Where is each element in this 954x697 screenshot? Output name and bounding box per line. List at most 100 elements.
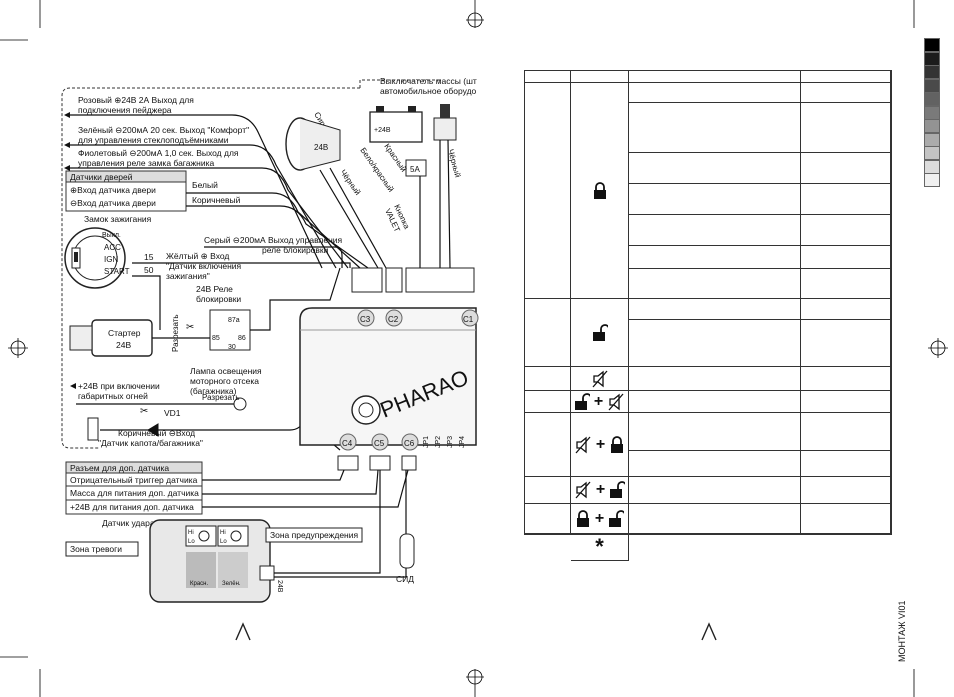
svg-text:+24В: +24В [374, 127, 391, 134]
table-cell [629, 413, 801, 451]
svg-text:15: 15 [144, 252, 154, 262]
svg-text:JP3: JP3 [447, 436, 454, 448]
gray-swatch [924, 92, 940, 106]
lock-open-icon [610, 481, 626, 498]
table-cell [629, 477, 801, 504]
table-row-label [525, 477, 571, 504]
lock-open-icon [592, 323, 608, 341]
table-cell [801, 83, 891, 103]
door-plus-input: ⊕Вход датчика двери [70, 185, 156, 195]
table-cell [801, 477, 891, 504]
svg-text:85: 85 [212, 335, 220, 342]
table-cell [629, 320, 801, 367]
page-caption: МОНТАЖ VI01 [897, 600, 907, 662]
svg-text:+24В для питания доп. датчика: +24В для питания доп. датчика [70, 502, 194, 512]
table-row-label [525, 299, 571, 367]
alarm-zone-label: Зона тревоги [70, 544, 122, 554]
svg-text:5А: 5А [410, 165, 420, 174]
table-cell [801, 103, 891, 153]
svg-text:Красн.: Красн. [190, 581, 208, 587]
control-unit: C3 C2 C1 PHARAO C4 C5 C6 JP1 JP2 JP3 JP4 [299, 267, 479, 471]
starter [91, 319, 153, 357]
svg-text:JP1: JP1 [423, 436, 430, 448]
svg-text:Чёрный: Чёрный [338, 168, 362, 197]
table-cell [801, 391, 891, 413]
door-minus-input: ⊖Вход датчика двери [70, 198, 156, 208]
gray-swatch [924, 38, 940, 52]
speaker-mute-icon [608, 393, 624, 410]
svg-text:Красный: Красный [382, 142, 408, 174]
hood-input-label: Коричневый ⊖Вход"Датчик капота/багажника… [98, 428, 203, 448]
table-row-label [525, 534, 571, 535]
svg-text:Hi: Hi [220, 530, 226, 536]
scissors-icon: ✂ [186, 322, 194, 333]
svg-text:Отрицательный триггер датчика: Отрицательный триггер датчика [70, 475, 198, 485]
svg-text:24В: 24В [276, 580, 283, 593]
lock-open-icon [609, 509, 625, 527]
valet-label: КнопкаVALET [383, 203, 411, 235]
svg-text:Hi: Hi [188, 530, 194, 536]
table-cell [629, 103, 801, 153]
svg-text:Стартер: Стартер [108, 328, 141, 338]
svg-text:24В: 24В [116, 340, 131, 350]
table-cell [629, 83, 801, 103]
gray-swatch [924, 159, 940, 174]
table-header-cell [525, 71, 571, 83]
svg-text:JP4: JP4 [459, 436, 466, 448]
ignition-switch [64, 227, 126, 289]
table-header-cell [571, 71, 629, 83]
table-header-cell [629, 71, 801, 83]
svg-text:JP2: JP2 [435, 436, 442, 448]
table-cell [629, 391, 801, 413]
lock-closed-icon [576, 509, 589, 527]
gray-swatch [924, 146, 940, 160]
table-cell [629, 246, 801, 269]
svg-text:87a: 87a [228, 317, 240, 324]
table-cell [629, 299, 801, 320]
table-cell [629, 451, 801, 477]
gray-swatch [924, 132, 940, 147]
brand-logo [351, 395, 381, 425]
lock-closed-icon [593, 181, 606, 199]
white-wire-label: Белый [192, 180, 218, 190]
svg-text:50: 50 [144, 265, 154, 275]
hood-switch-icon [87, 417, 99, 441]
vd1-label: VD1 [164, 408, 181, 418]
table-cell [801, 184, 891, 215]
warning-zone-label: Зона предупреждения [270, 530, 359, 540]
table-cell [629, 504, 801, 534]
gray-swatch [924, 105, 940, 120]
fuse-icon [405, 159, 427, 177]
svg-text:30: 30 [228, 344, 236, 351]
cut-label-1: Разрезать [171, 314, 180, 352]
svg-text:ACC: ACC [104, 243, 121, 252]
table-cell [801, 367, 891, 391]
svg-text:IGN: IGN [104, 255, 118, 264]
table-cell [801, 215, 891, 246]
door-sensors-title: Датчики дверей [70, 172, 133, 182]
table-row-label [525, 504, 571, 534]
table-cell [801, 153, 891, 184]
table-cell [801, 299, 891, 320]
table-cell [801, 451, 891, 477]
table-row-symbol: + [571, 504, 629, 534]
svg-text:Lo: Lo [220, 539, 227, 545]
table-row-symbol [571, 299, 629, 367]
led-icon [399, 533, 415, 569]
lock-closed-icon [611, 435, 624, 453]
table-cell [629, 269, 801, 299]
table-cell [801, 504, 891, 534]
cut-label-2: Разрезать [202, 393, 240, 402]
asterisk-icon: * [595, 534, 604, 559]
table-row-symbol: + [571, 477, 629, 504]
table-row-symbol: + [571, 413, 629, 477]
extra-sensor-title: Разъем для доп. датчика [70, 463, 169, 473]
svg-text:C2: C2 [388, 315, 399, 324]
gray-swatch [924, 65, 940, 79]
table-cell [629, 184, 801, 215]
